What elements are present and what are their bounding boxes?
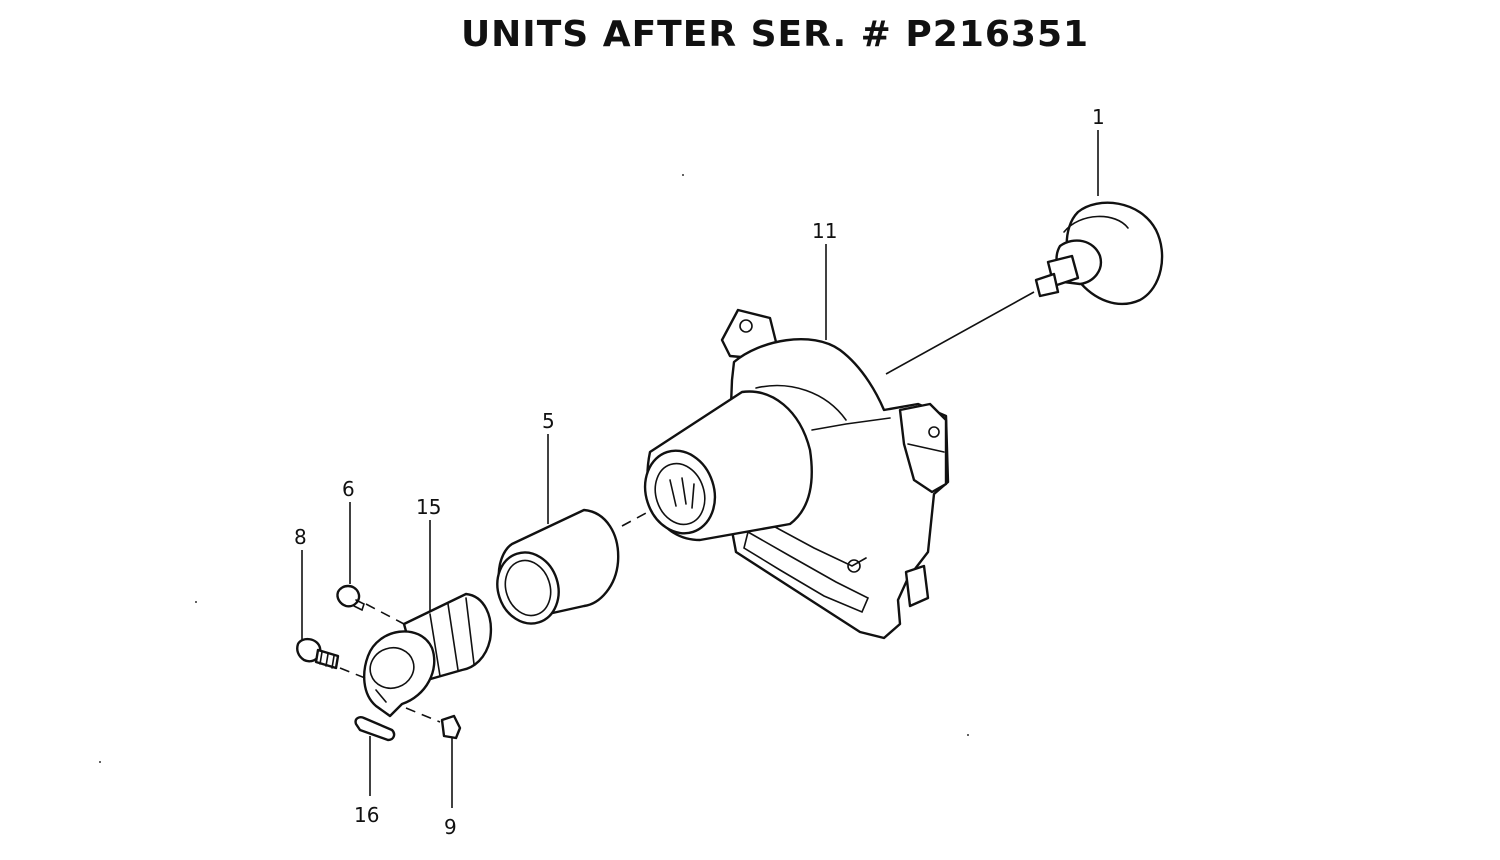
callout-9: 9 bbox=[444, 815, 457, 839]
part-16-pin bbox=[354, 716, 396, 796]
scan-specks bbox=[99, 174, 969, 763]
part-5-sleeve bbox=[496, 434, 620, 625]
callout-15: 15 bbox=[416, 495, 441, 519]
part-1-clutch-drum bbox=[885, 130, 1164, 375]
callout-5: 5 bbox=[542, 409, 555, 433]
callout-6: 6 bbox=[342, 477, 355, 501]
part-9-nut bbox=[405, 707, 462, 808]
callout-16: 16 bbox=[354, 803, 379, 827]
part-11-housing bbox=[621, 244, 950, 640]
diagram-title: UNITS AFTER SER. # P216351 bbox=[460, 14, 1090, 55]
callout-11: 11 bbox=[812, 219, 837, 243]
callout-8: 8 bbox=[294, 525, 307, 549]
callout-labels: 1 11 5 6 15 8 16 9 bbox=[294, 105, 1105, 839]
callout-1: 1 bbox=[1092, 105, 1105, 129]
part-8-bolt bbox=[296, 550, 371, 681]
part-6-screw bbox=[336, 502, 405, 625]
part-15-coupling bbox=[363, 520, 493, 718]
